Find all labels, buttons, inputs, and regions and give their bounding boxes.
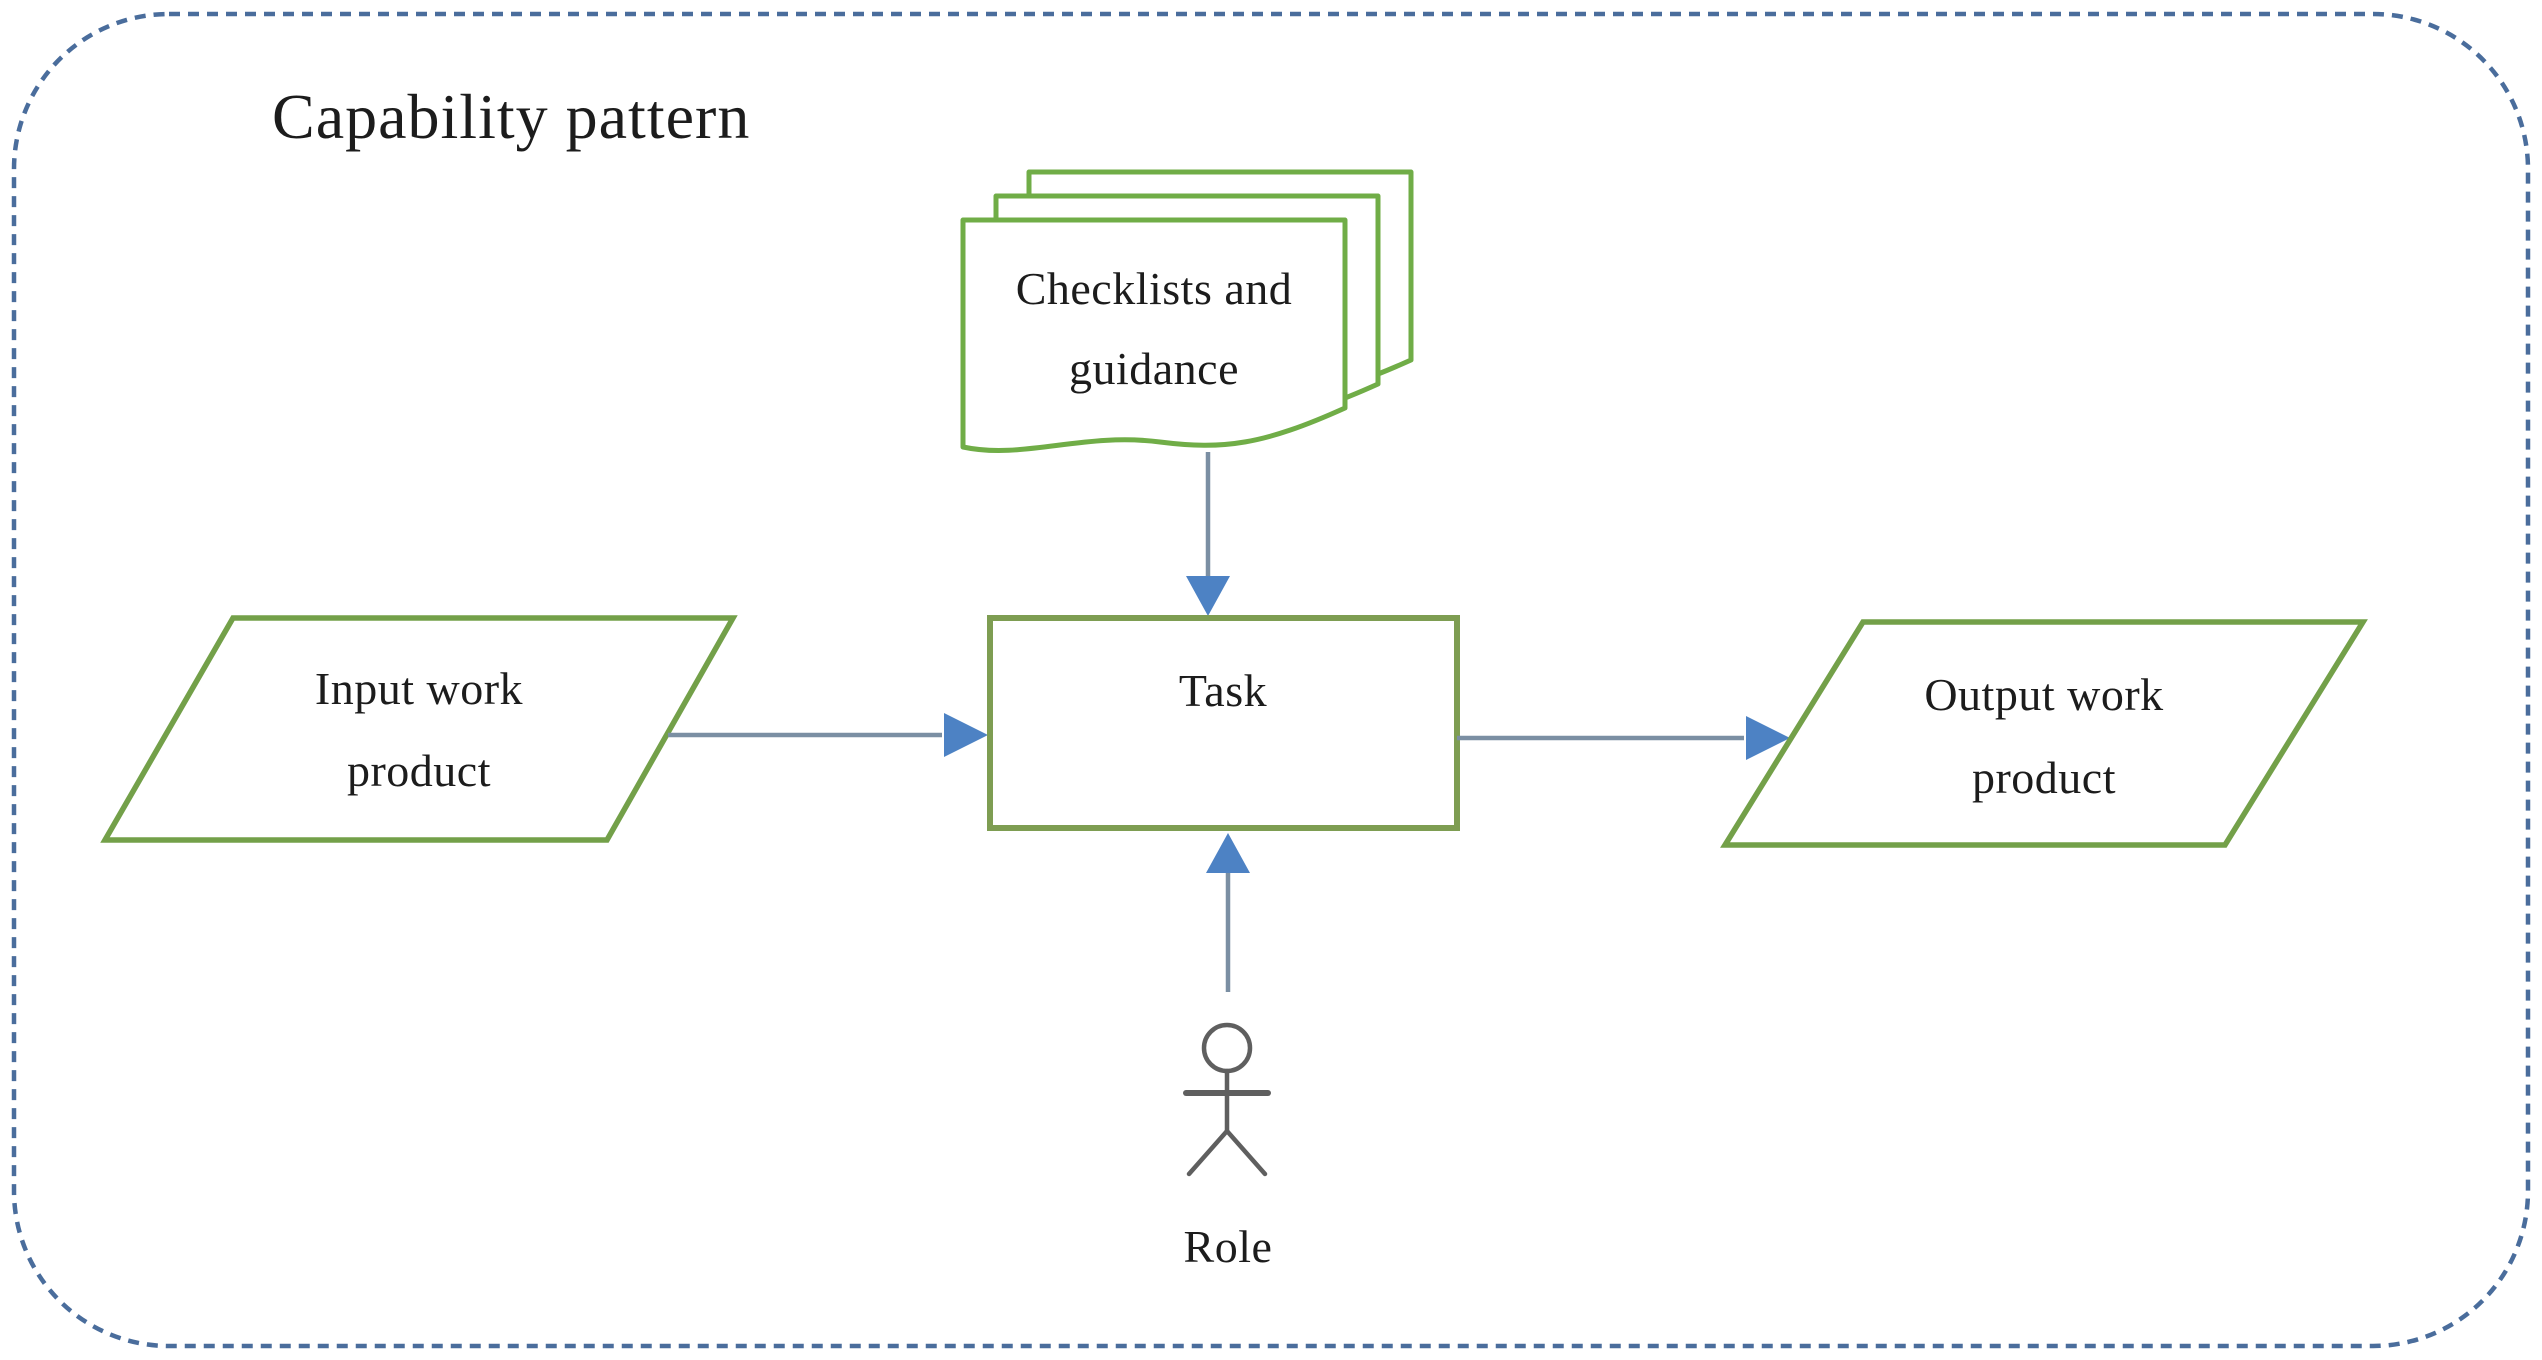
- output-label-line2: product: [1972, 752, 2116, 803]
- arrowhead-down-icon: [1186, 576, 1230, 616]
- output-work-product-node: Output work product: [1720, 619, 2368, 848]
- checklists-label-line2: guidance: [1069, 343, 1239, 394]
- role-node: Role: [1183, 1022, 1273, 1272]
- task-label: Task: [1179, 665, 1267, 716]
- edge-task-to-output: [1457, 716, 1790, 760]
- actor-stick-figure-icon: [1183, 1022, 1271, 1177]
- diagram-title: Capability pattern: [272, 81, 750, 152]
- task-node: Task: [987, 615, 1460, 831]
- edge-role-to-task: [1206, 833, 1250, 992]
- edge-checklists-to-task: [1186, 452, 1230, 616]
- actor-right-leg: [1224, 1128, 1268, 1177]
- arrowhead-right-input-icon: [944, 713, 988, 757]
- task-rectangle-icon: [987, 615, 1460, 831]
- output-parallelogram-icon: [1720, 619, 2368, 848]
- actor-left-leg: [1186, 1128, 1230, 1177]
- checklists-node: Checklists and guidance: [960, 169, 1414, 454]
- edge-input-to-task: [668, 713, 988, 757]
- input-parallelogram-icon: [100, 615, 738, 843]
- output-label-line1: Output work: [1924, 669, 2163, 720]
- input-label-line2: product: [347, 745, 491, 796]
- input-label-line1: Input work: [315, 663, 523, 714]
- document-page-front-icon: [960, 217, 1348, 454]
- dashed-frame-border: [11, 11, 2531, 1349]
- actor-head: [1201, 1022, 1253, 1074]
- role-label: Role: [1184, 1221, 1273, 1272]
- checklists-label-line1: Checklists and: [1016, 263, 1293, 314]
- arrowhead-right-output-icon: [1746, 716, 1790, 760]
- input-work-product-node: Input work product: [100, 615, 738, 843]
- arrowhead-up-icon: [1206, 833, 1250, 873]
